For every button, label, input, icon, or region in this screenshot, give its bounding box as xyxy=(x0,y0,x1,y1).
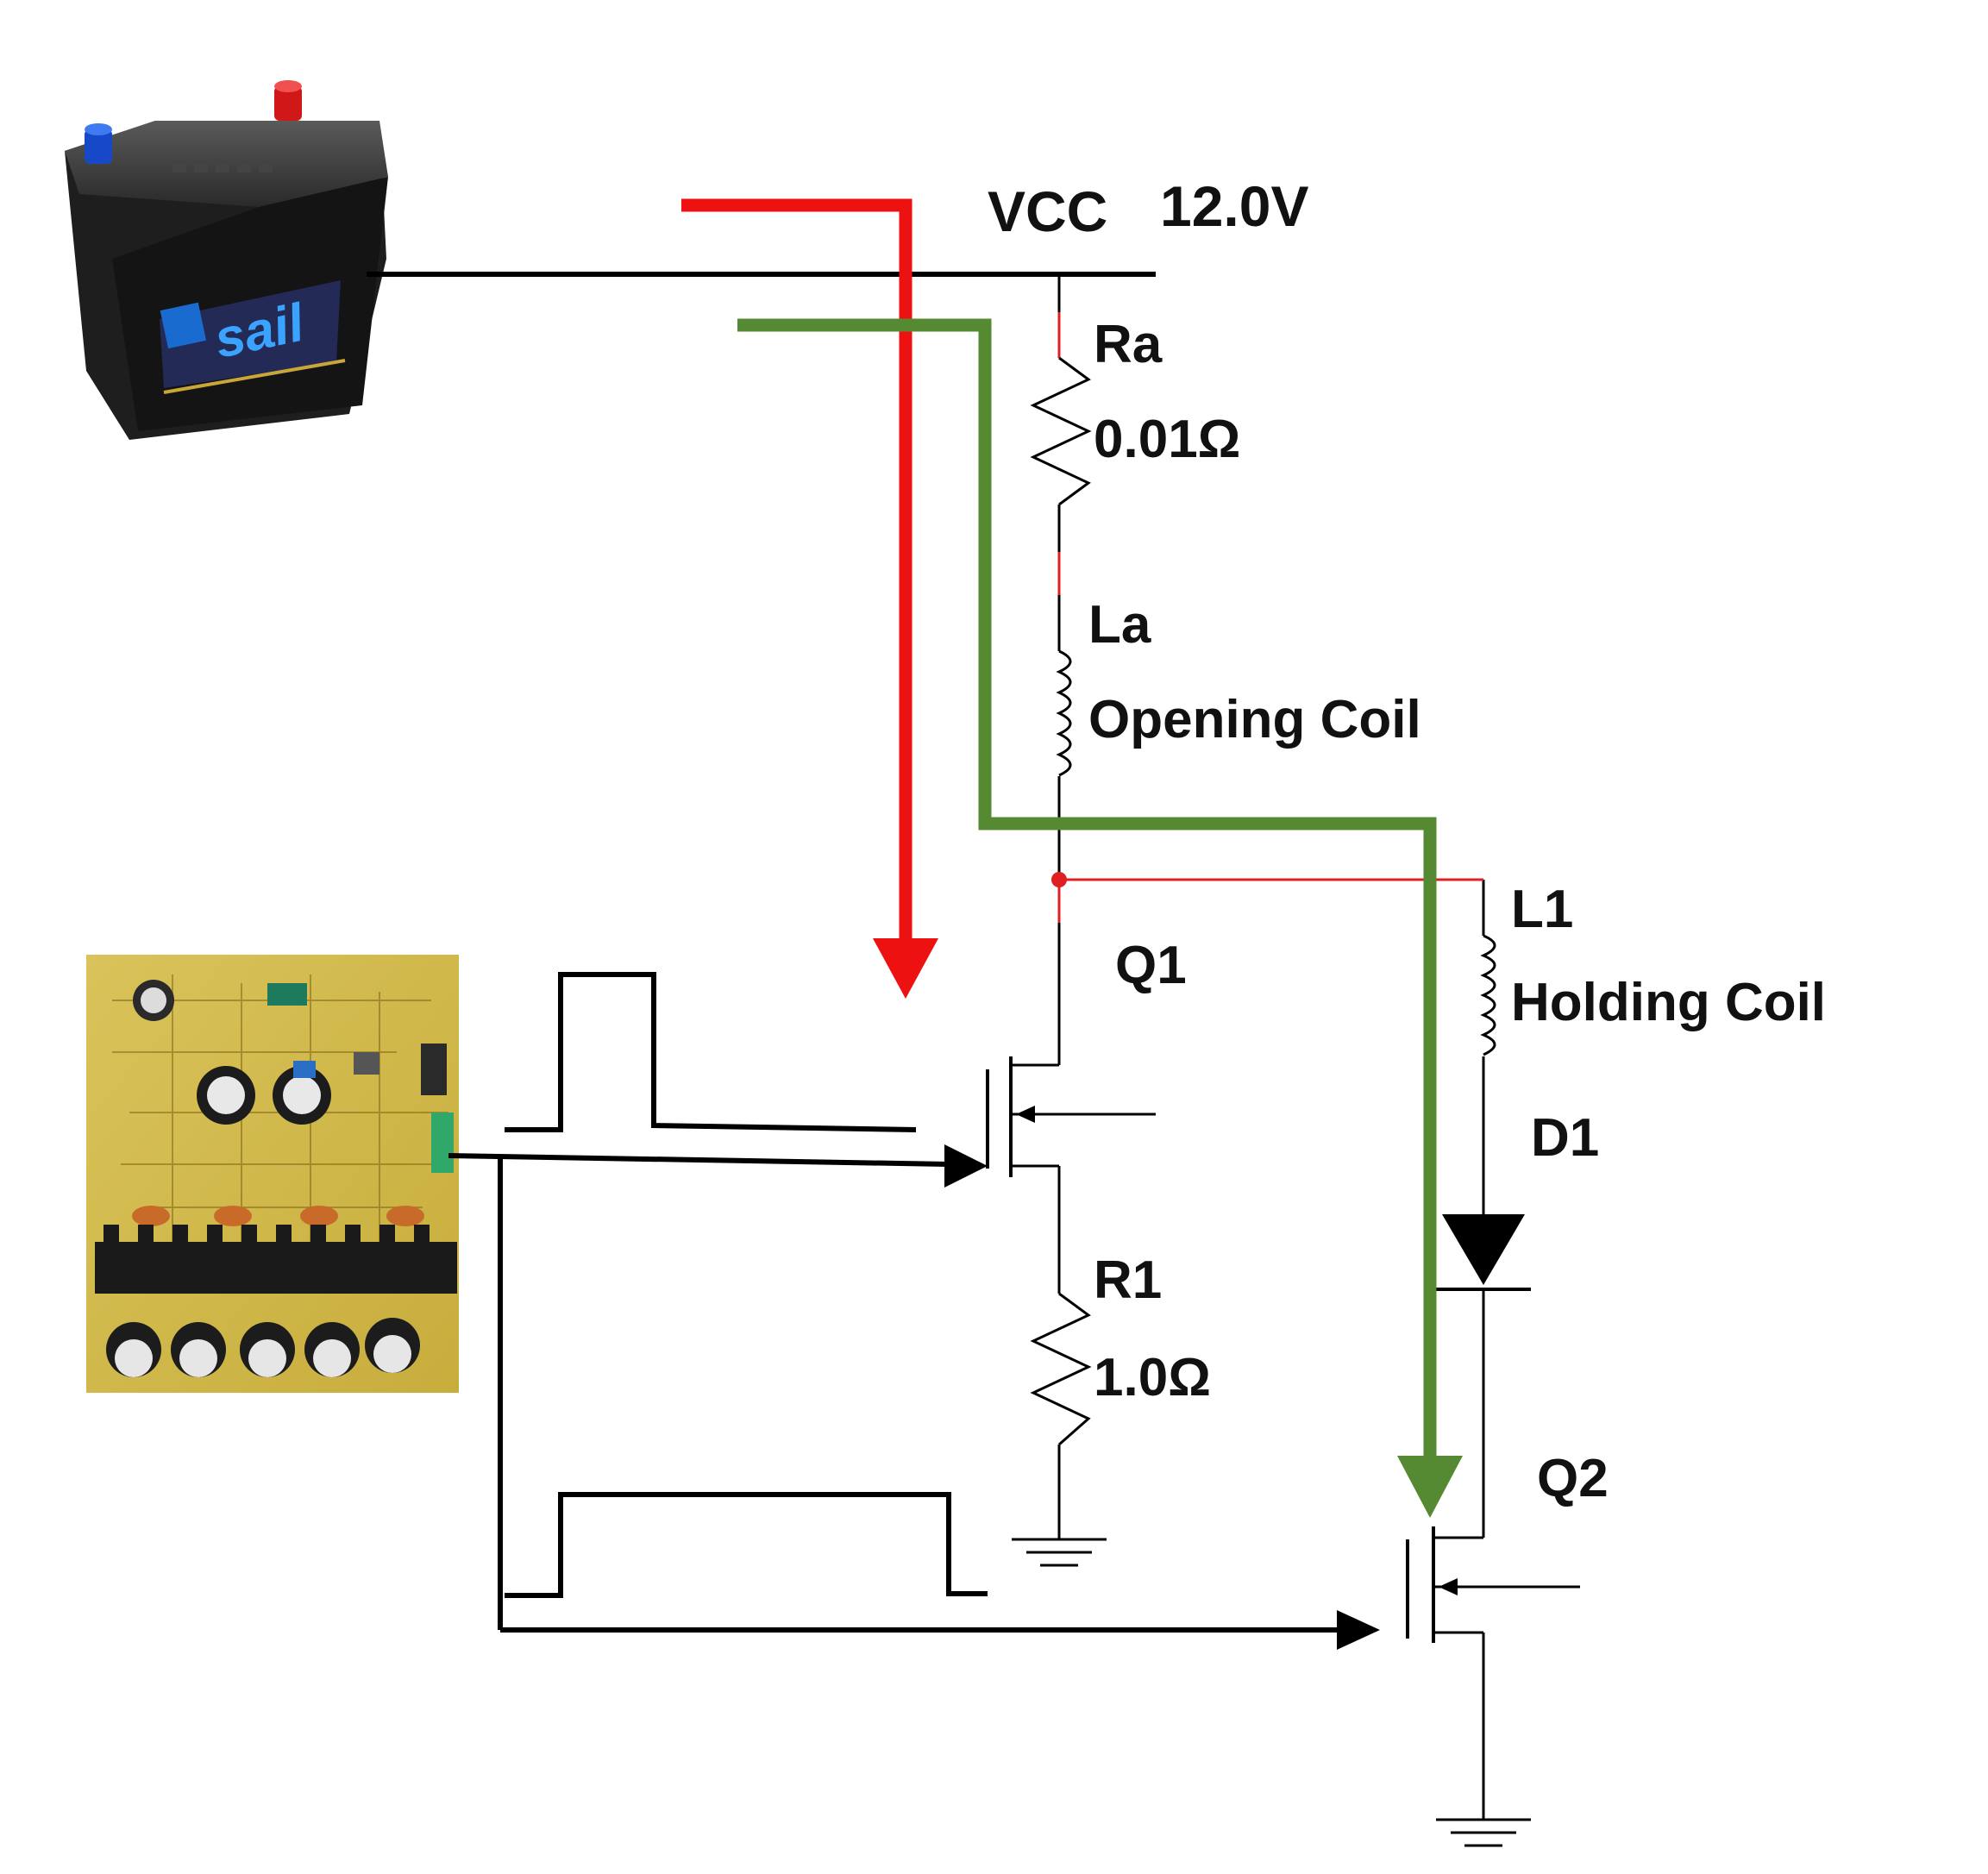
d1-ref: D1 xyxy=(1531,1108,1599,1168)
q1-gate-arrow xyxy=(944,1144,988,1188)
la-ref: La xyxy=(1088,595,1151,655)
controller-board-image xyxy=(86,955,459,1393)
black-wiring xyxy=(367,272,1345,1633)
ra-value: 0.01Ω xyxy=(1094,410,1240,469)
q2-ref: Q2 xyxy=(1537,1449,1609,1508)
thin-circuit xyxy=(1011,274,1485,1820)
opening-current-path xyxy=(681,198,938,999)
l1-inductor-symbol xyxy=(1480,934,1496,1056)
la-desc: Opening Coil xyxy=(1088,690,1421,749)
q1-mosfet-symbol xyxy=(986,1056,1156,1177)
battery-image: sail xyxy=(65,80,388,440)
ground-symbol-q2 xyxy=(1436,1818,1531,1847)
long-pulse-waveform xyxy=(505,1492,988,1598)
ra-ref: Ra xyxy=(1094,315,1163,374)
q1-ref: Q1 xyxy=(1115,936,1187,995)
vcc-label: VCC xyxy=(988,179,1107,243)
l1-desc: Holding Coil xyxy=(1511,973,1826,1032)
vcc-value: 12.0V xyxy=(1160,174,1308,238)
l1-ref: L1 xyxy=(1511,880,1573,939)
negative-terminal xyxy=(85,123,112,164)
q2-mosfet-symbol xyxy=(1406,1526,1580,1643)
short-pulse-waveform xyxy=(505,972,917,1132)
red-sense-lines xyxy=(1057,312,1483,923)
la-inductor-symbol xyxy=(1056,649,1072,777)
q2-gate-arrow xyxy=(1337,1610,1380,1650)
ground-symbol-r1 xyxy=(1012,1538,1107,1567)
holding-current-path xyxy=(737,318,1463,1518)
d1-diode-symbol xyxy=(1436,1214,1531,1291)
junction-dot xyxy=(1051,872,1067,887)
r1-value: 1.0Ω xyxy=(1094,1348,1211,1407)
r1-resistor-symbol xyxy=(1030,1292,1092,1446)
r1-ref: R1 xyxy=(1094,1250,1162,1310)
ra-resistor-symbol xyxy=(1030,356,1092,506)
positive-terminal xyxy=(274,80,302,121)
